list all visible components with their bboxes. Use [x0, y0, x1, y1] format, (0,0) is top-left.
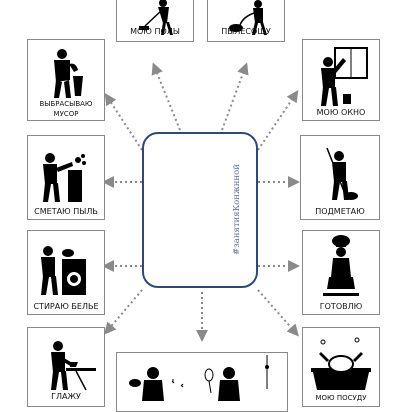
trash-pictogram [54, 49, 83, 98]
dishwashing-pictogram [311, 337, 371, 390]
card-iron: ГЛАЖУ [27, 327, 105, 407]
card-vacuum: ПЫЛЕСОШУ [207, 0, 285, 42]
arrows-layer [102, 62, 300, 342]
card-bottom-middle [116, 352, 288, 412]
card-cook: ГОТОВЛЮ [302, 230, 380, 315]
label-trash-line2: МУСОР [53, 110, 79, 118]
label-window: МОЮ ОКНО [316, 108, 366, 117]
card-trash: ВЫБРАСЫВАЮ МУСОР [27, 39, 105, 121]
card-dust: СМЕТАЮ ПЫЛЬ [27, 135, 105, 220]
card-window: МОЮ ОКНО [302, 39, 380, 121]
ironing-pictogram [51, 341, 96, 391]
arrow-to-trash [104, 92, 143, 151]
label-dishes: МОЮ ПОСУДУ [315, 394, 367, 402]
card-dishes: МОЮ ПОСУДУ [302, 327, 380, 407]
label-vacuum: ПЫЛЕСОШУ [221, 27, 271, 36]
arrow-to-vacuum [221, 62, 249, 131]
mopping-pictogram [139, 0, 173, 35]
label-dust: СМЕТАЮ ПЫЛЬ [34, 207, 98, 216]
label-laundry: СТИРАЮ БЕЛЬЕ [33, 302, 99, 311]
center-frame [142, 132, 258, 288]
laundry-pictogram [41, 246, 86, 295]
sweeping-pictogram [326, 147, 358, 200]
vacuum-pictogram [229, 0, 267, 35]
arrow-to-dishes [257, 289, 299, 337]
hashtag-text: #занятияКонжнной [232, 164, 242, 256]
card-laundry: СТИРАЮ БЕЛЬЕ [27, 230, 105, 315]
dusting-pictogram [43, 153, 86, 202]
label-sweep: ПОДМЕТАЮ [315, 207, 365, 216]
cooking-pictogram [323, 235, 359, 296]
label-mop-floor: МОЮ ПОЛЫ [130, 27, 180, 36]
arrow-to-mop-floor [151, 62, 181, 131]
card-sweep: ПОДМЕТАЮ [300, 135, 380, 220]
chores-diagram: МОЮ ПОЛЫ ПЫЛЕСОШУ ВЫБРАСЫВАЮ МУС [27, 0, 380, 412]
cleaning-pictogram [129, 355, 269, 401]
window-cleaning-pictogram [321, 47, 368, 106]
arrow-to-iron [104, 289, 143, 335]
label-iron: ГЛАЖУ [51, 392, 81, 401]
label-trash-line1: ВЫБРАСЫВАЮ [39, 100, 93, 108]
label-cook: ГОТОВЛЮ [319, 302, 363, 311]
arrow-to-window [257, 90, 299, 151]
card-mop-floor: МОЮ ПОЛЫ [116, 0, 194, 42]
